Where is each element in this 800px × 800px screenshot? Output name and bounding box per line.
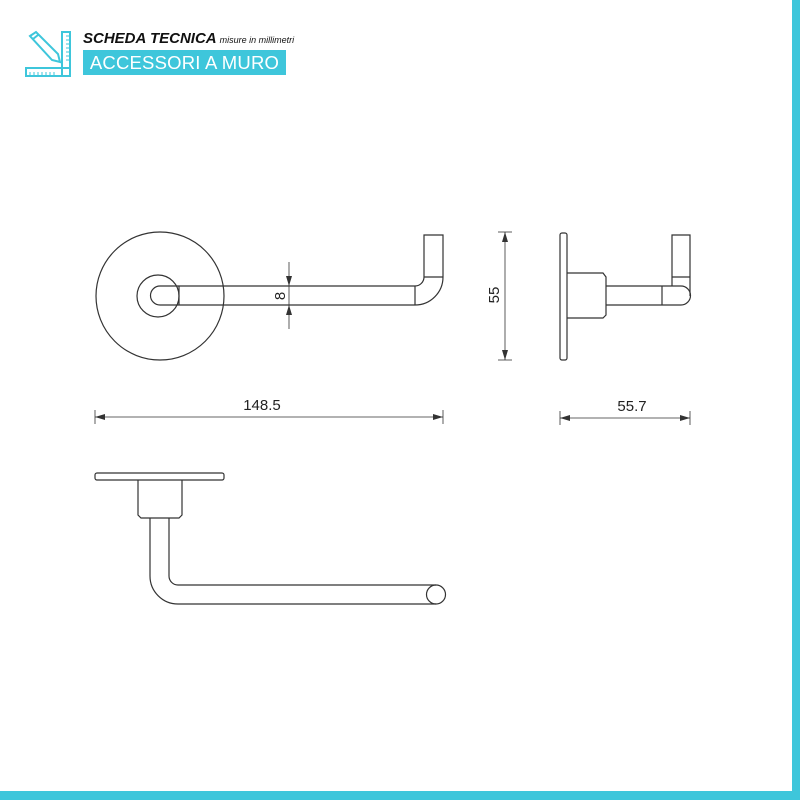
title-text: SCHEDA TECNICA bbox=[83, 30, 217, 47]
dim-diameter-label: 8 bbox=[272, 292, 289, 300]
dim-height-label: 55 bbox=[486, 287, 503, 304]
wall-plate-disc bbox=[95, 231, 225, 361]
dim-depth-label: 55.7 bbox=[617, 398, 646, 415]
dim-length bbox=[94, 410, 444, 424]
pencil-ruler-icon bbox=[25, 30, 71, 77]
dim-depth bbox=[559, 411, 691, 425]
units-note: misure in millimetri bbox=[219, 35, 295, 45]
accent-border-bottom bbox=[0, 791, 800, 800]
accent-border-right bbox=[792, 0, 800, 800]
side-view bbox=[559, 232, 692, 361]
dim-length-label: 148.5 bbox=[243, 397, 281, 414]
category-badge: ACCESSORI A MURO bbox=[83, 50, 286, 75]
hub-circle bbox=[136, 274, 180, 318]
dim-height bbox=[498, 231, 512, 361]
top-view bbox=[94, 472, 447, 605]
front-view bbox=[95, 231, 444, 361]
arm-outline bbox=[149, 234, 444, 306]
